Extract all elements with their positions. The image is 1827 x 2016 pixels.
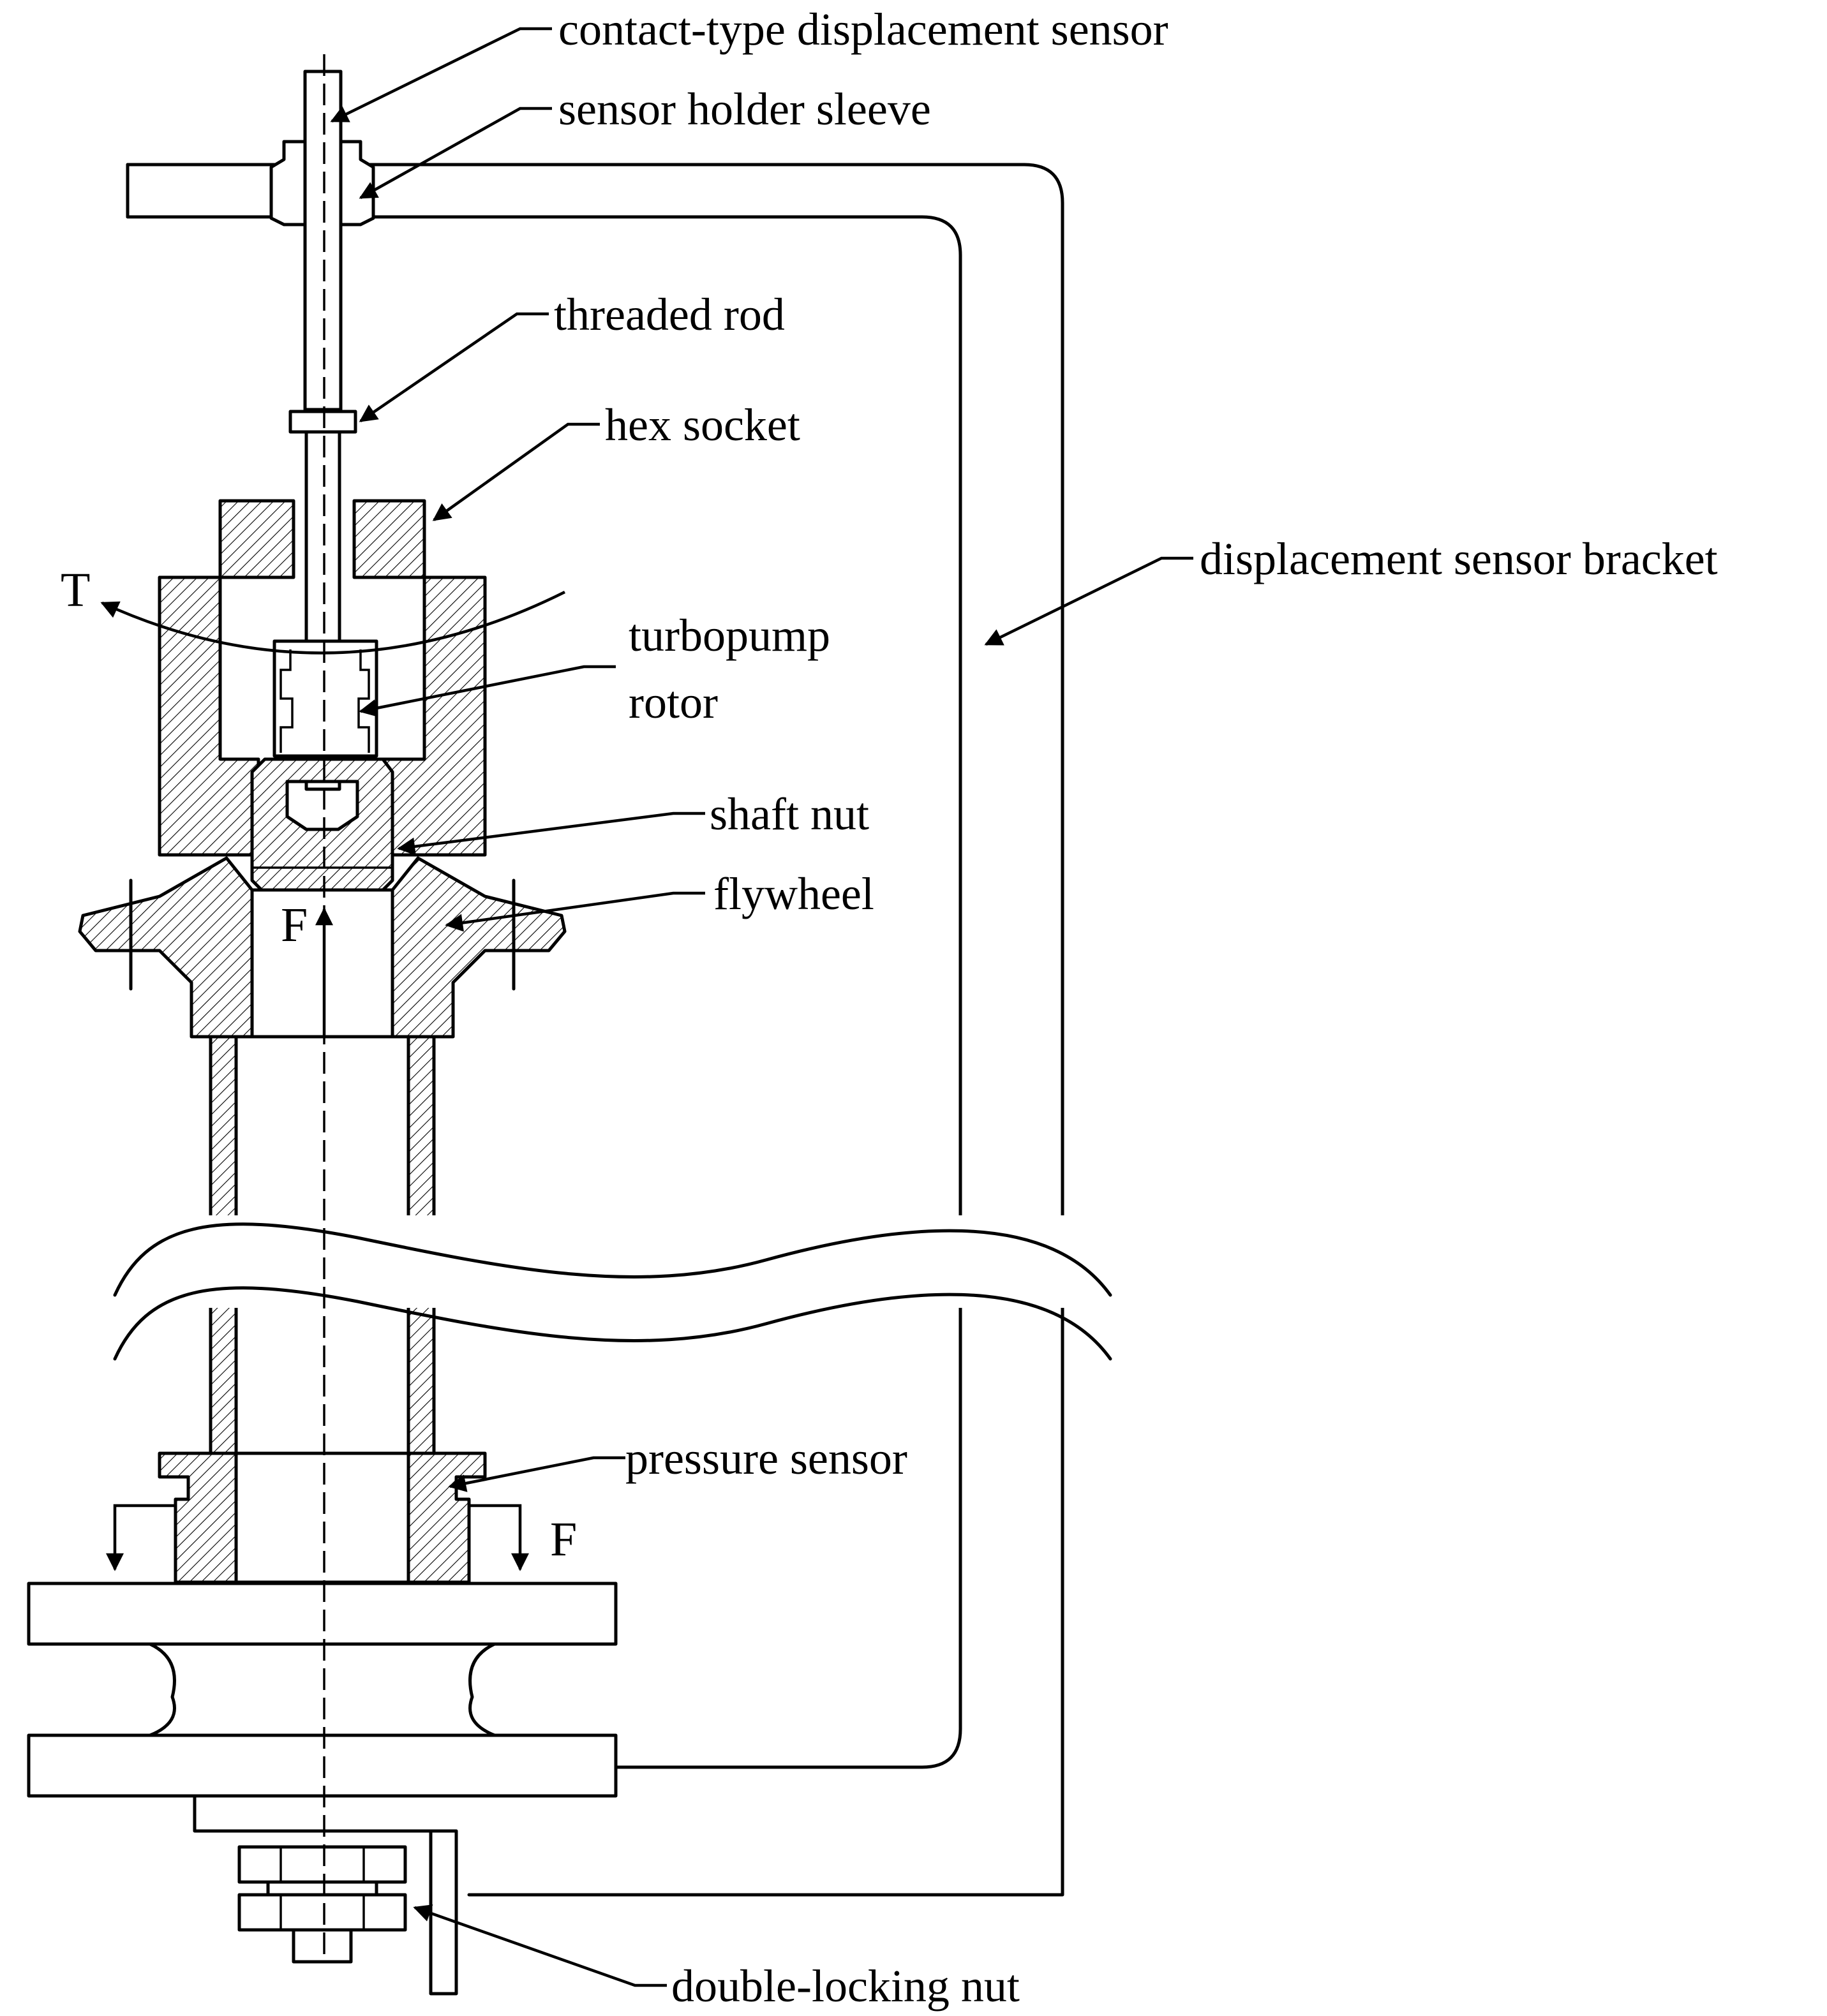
label-pressure-sensor: pressure sensor [625, 1433, 907, 1484]
label-holder-sleeve: sensor holder sleeve [558, 84, 931, 135]
label-threaded-rod: threaded rod [554, 289, 785, 340]
label-bracket: displacement sensor bracket [1200, 533, 1718, 584]
break-lines [108, 1215, 1112, 1361]
force-arrows-down [106, 1504, 529, 1571]
contact-displacement-sensor [303, 70, 343, 411]
torque-symbol: T [61, 563, 90, 617]
label-shaft-nut: shaft nut [710, 789, 869, 840]
double-locking-nut [237, 1845, 407, 1964]
base-fixture [27, 1582, 618, 1996]
force-up-symbol: F [281, 898, 308, 952]
label-hex-socket: hex socket [605, 399, 800, 450]
leader-lines [330, 27, 1193, 1987]
label-flywheel: flywheel [713, 868, 874, 919]
label-contact-sensor: contact-type displacement sensor [558, 4, 1168, 55]
label-rotor-line1: turbopump [629, 610, 830, 661]
label-double-nut: double-locking nut [671, 1960, 1020, 2012]
pressure-sensor [158, 1451, 487, 1584]
torque-arrow [100, 590, 566, 655]
shaft-nut [250, 757, 394, 892]
force-down-symbol: F [550, 1513, 577, 1566]
flywheel [78, 856, 567, 1039]
turbopump-rotor [272, 639, 378, 758]
label-rotor-line2: rotor [629, 677, 718, 728]
displacement-sensor-bracket [126, 163, 1064, 1897]
